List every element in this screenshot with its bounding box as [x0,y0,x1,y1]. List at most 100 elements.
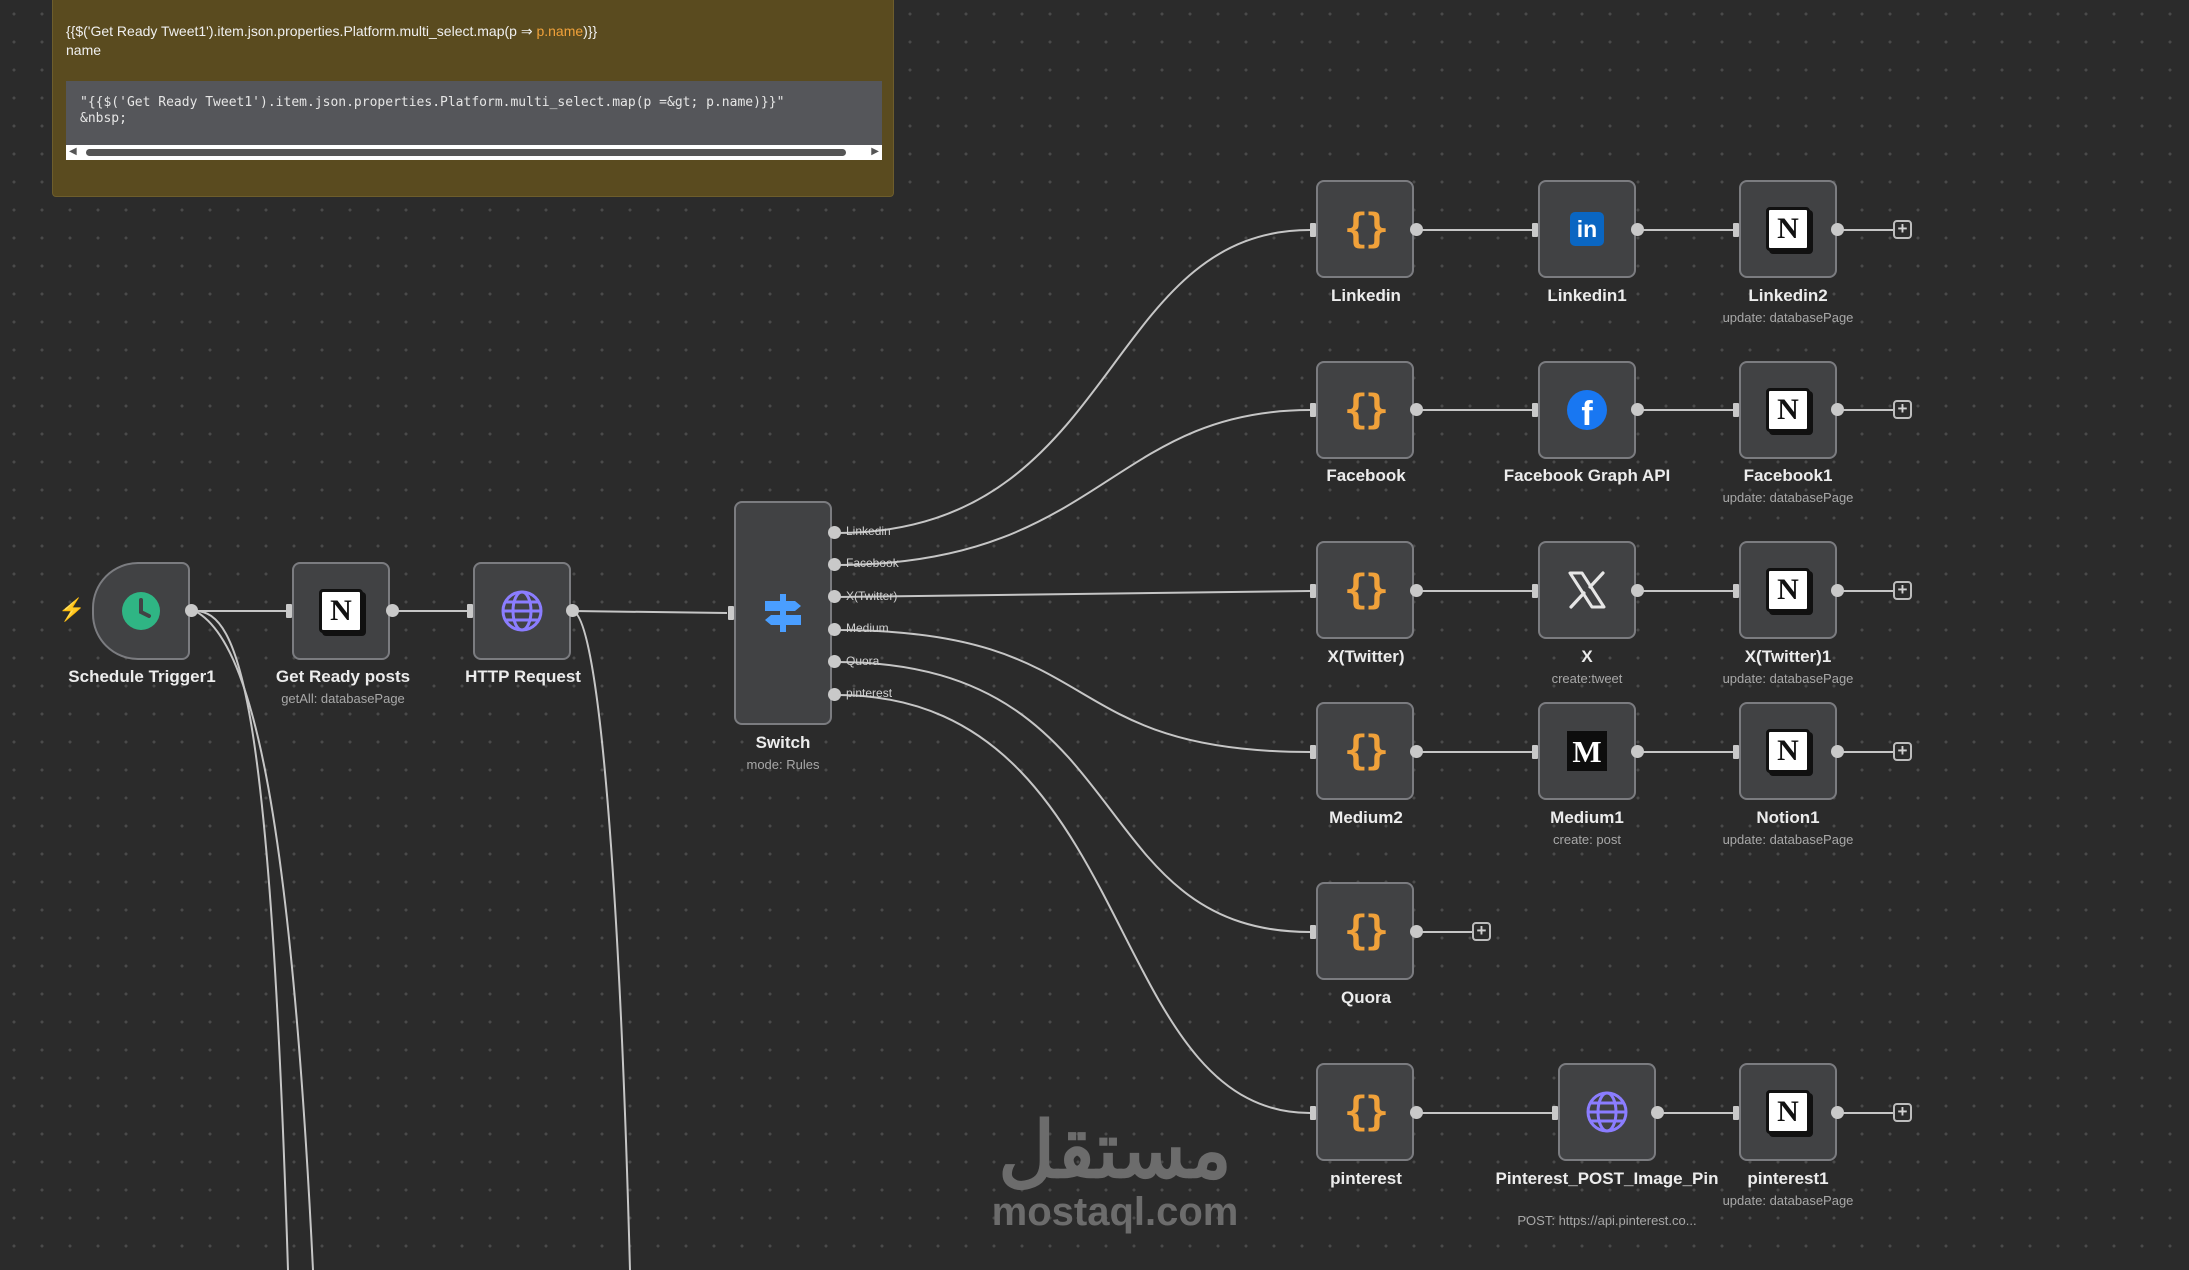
node-facebook-graph-api[interactable]: f [1538,361,1636,459]
node-switch[interactable] [734,501,832,725]
scroll-thumb[interactable] [86,149,846,156]
facebook-icon: f [1567,390,1607,430]
facebook1-add-button[interactable]: + [1893,400,1912,419]
facebook-input-port[interactable] [1310,403,1316,417]
code-braces-icon: {} [1343,206,1389,252]
linkedin1-label: Linkedin1 [1547,286,1627,305]
linkedin2-subtitle: update: databasePage [1722,310,1854,325]
facebook-output-port[interactable] [1410,403,1423,416]
x-input-port[interactable] [1532,584,1538,598]
node-get-ready-posts[interactable]: N [292,562,390,660]
linkedin1-output-port[interactable] [1631,223,1644,236]
node-medium1[interactable]: M [1538,702,1636,800]
xtwitter1-add-button[interactable]: + [1893,581,1912,600]
node-schedule-trigger[interactable] [92,562,190,660]
facebook-graph-output-port[interactable] [1631,403,1644,416]
switch-output-port-facebook[interactable] [828,558,841,571]
switch-output-port-quora[interactable] [828,655,841,668]
code-braces-icon: {} [1343,567,1389,613]
quora-add-button[interactable]: + [1472,922,1491,941]
switch-output-port-linkedin[interactable] [828,526,841,539]
node-pinterest-post-image-pin[interactable] [1558,1063,1656,1161]
node-medium2[interactable]: {} [1316,702,1414,800]
scroll-right-arrow-icon[interactable]: ▶ [871,146,879,157]
node-http-request[interactable] [473,562,571,660]
edge-schedule-down-2 [194,610,314,1270]
http-input-port[interactable] [467,604,473,618]
linkedin2-label: Linkedin2 [1748,286,1828,305]
xtwitter-input-port[interactable] [1310,584,1316,598]
xtwitter1-input-port[interactable] [1733,584,1739,598]
pinterest1-subtitle: update: databasePage [1722,1193,1854,1208]
getready-input-port[interactable] [286,604,292,618]
linkedin2-output-port[interactable] [1831,223,1844,236]
pinterest-label: pinterest [1330,1169,1402,1188]
switch-output-label-medium: Medium [846,621,889,635]
sticky-note[interactable]: {{$('Get Ready Tweet1').item.json.proper… [52,0,894,197]
pinterest1-output-port[interactable] [1831,1106,1844,1119]
pinterest1-add-button[interactable]: + [1893,1103,1912,1122]
medium1-input-port[interactable] [1532,745,1538,759]
switch-output-port-xtwitter[interactable] [828,590,841,603]
node-xtwitter[interactable]: {} [1316,541,1414,639]
watermark-logo: مستقل mostaql.com [955,1110,1275,1234]
pinterest-input-port[interactable] [1310,1106,1316,1120]
quora-output-port[interactable] [1410,925,1423,938]
switch-output-port-medium[interactable] [828,623,841,636]
notion1-output-port[interactable] [1831,745,1844,758]
medium2-input-port[interactable] [1310,745,1316,759]
getready-output-port[interactable] [386,604,399,617]
schedule-output-port[interactable] [185,604,198,617]
edge-switch-quora [836,661,1311,933]
medium2-output-port[interactable] [1410,745,1423,758]
linkedin-output-port[interactable] [1410,223,1423,236]
node-pinterest[interactable]: {} [1316,1063,1414,1161]
linkedin1-input-port[interactable] [1532,223,1538,237]
note-horizontal-scrollbar[interactable]: ◀ ▶ [66,145,882,160]
node-facebook[interactable]: {} [1316,361,1414,459]
facebook-graph-input-port[interactable] [1532,403,1538,417]
quora-input-port[interactable] [1310,925,1316,939]
node-linkedin2[interactable]: N [1739,180,1837,278]
pinterest-post-output-port[interactable] [1651,1106,1664,1119]
switch-output-label-quora: Quora [846,654,880,668]
switch-subtitle: mode: Rules [746,757,820,772]
node-linkedin1[interactable]: in [1538,180,1636,278]
edge-switch-facebook [836,409,1311,566]
pinterest1-input-port[interactable] [1733,1106,1739,1120]
notion-icon: N [1766,388,1810,432]
pinterest-post-input-port[interactable] [1552,1106,1558,1120]
schedule-label: Schedule Trigger1 [68,667,216,686]
facebook1-input-port[interactable] [1733,403,1739,417]
node-linkedin[interactable]: {} [1316,180,1414,278]
pinterest-output-port[interactable] [1410,1106,1423,1119]
notion1-add-button[interactable]: + [1893,742,1912,761]
node-facebook1[interactable]: N [1739,361,1837,459]
node-pinterest1[interactable]: N [1739,1063,1837,1161]
pinterest-post-label: Pinterest_POST_Image_Pin [1495,1169,1719,1188]
code-braces-icon: {} [1343,387,1389,433]
http-output-port[interactable] [566,604,579,617]
xtwitter1-output-port[interactable] [1831,584,1844,597]
facebook1-output-port[interactable] [1831,403,1844,416]
linkedin2-input-port[interactable] [1733,223,1739,237]
switch-input-port[interactable] [728,606,734,620]
notion-icon: N [319,589,363,633]
linkedin2-add-button[interactable]: + [1893,220,1912,239]
node-x[interactable] [1538,541,1636,639]
node-xtwitter1[interactable]: N [1739,541,1837,639]
node-notion1[interactable]: N [1739,702,1837,800]
scroll-left-arrow-icon[interactable]: ◀ [69,146,77,157]
medium1-output-port[interactable] [1631,745,1644,758]
xtwitter-output-port[interactable] [1410,584,1423,597]
switch-output-port-pinterest[interactable] [828,688,841,701]
globe-icon [1586,1091,1628,1133]
signpost-icon [765,594,801,632]
notion1-input-port[interactable] [1733,745,1739,759]
linkedin-input-port[interactable] [1310,223,1316,237]
code-braces-icon: {} [1343,728,1389,774]
switch-output-label-xtwitter: X(Twitter) [846,589,898,603]
x-output-port[interactable] [1631,584,1644,597]
node-quora[interactable]: {} [1316,882,1414,980]
